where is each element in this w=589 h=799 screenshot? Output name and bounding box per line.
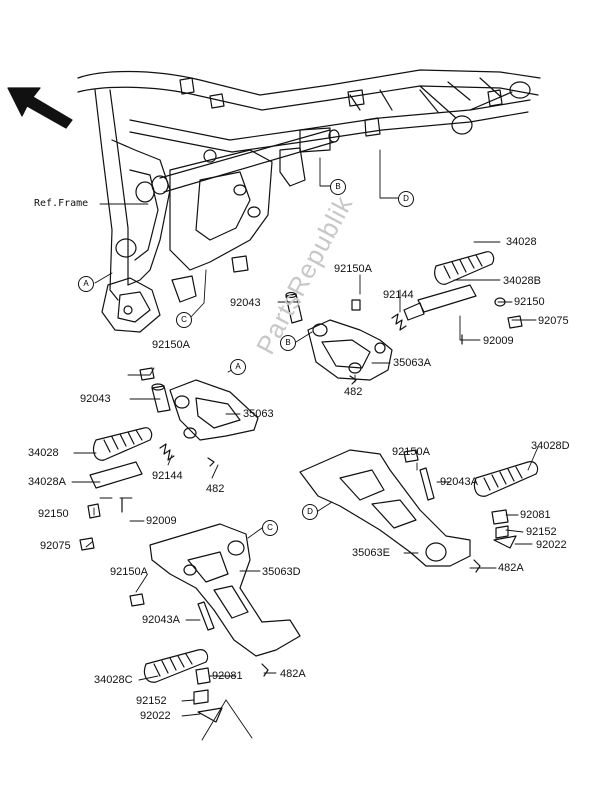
label-92043a-left: 92043A <box>142 614 180 626</box>
label-35063: 35063 <box>243 408 274 420</box>
label-92043-right: 92043 <box>230 297 261 309</box>
label-35063d: 35063D <box>262 566 301 578</box>
lower-left-bracket <box>129 523 301 723</box>
label-34028b: 34028B <box>503 275 541 287</box>
ref-frame-label: Ref.Frame <box>34 198 89 209</box>
callout-c-frame: C <box>176 312 192 328</box>
label-482-left: 482 <box>206 483 225 495</box>
label-92150a-left: 92150A <box>152 339 190 351</box>
left-footrest-assembly <box>79 367 259 551</box>
label-92075-left: 92075 <box>40 540 71 552</box>
lower-right-bracket <box>299 449 539 573</box>
label-34028a: 34028A <box>28 476 66 488</box>
leader-lines <box>71 149 539 741</box>
label-35063a: 35063A <box>393 357 431 369</box>
callout-b-frame: B <box>330 179 346 195</box>
label-92009-right: 92009 <box>483 335 514 347</box>
label-92144-right: 92144 <box>383 289 414 301</box>
callout-b-right: B <box>280 335 296 351</box>
label-482a-left: 482A <box>280 668 306 680</box>
label-92150a-top: 92150A <box>334 263 372 275</box>
label-92022-left: 92022 <box>140 710 171 722</box>
front-direction-arrow-icon <box>7 87 73 129</box>
label-92043a-right: 92043A <box>440 476 478 488</box>
label-92022-right: 92022 <box>536 539 567 551</box>
callout-c-lower: C <box>262 520 278 536</box>
callout-a-frame: A <box>78 276 94 292</box>
label-92150a-lower-left: 92150A <box>110 566 148 578</box>
label-92075-right: 92075 <box>538 315 569 327</box>
callout-d-frame: D <box>398 191 414 207</box>
label-92150a-lower-right: 92150A <box>392 446 430 458</box>
label-92043-left: 92043 <box>80 393 111 405</box>
label-92152-right: 92152 <box>526 526 557 538</box>
label-92009-left: 92009 <box>146 515 177 527</box>
label-34028d: 34028D <box>531 440 570 452</box>
label-35063e: 35063E <box>352 547 390 559</box>
frame-drawing <box>77 69 541 333</box>
label-482-right: 482 <box>344 386 363 398</box>
label-34028-left: 34028 <box>28 447 59 459</box>
label-92150-right: 92150 <box>514 296 545 308</box>
right-footrest-assembly <box>285 251 523 385</box>
callout-d-lower: D <box>302 504 318 520</box>
callout-a-left: A <box>230 359 246 375</box>
label-92152-left: 92152 <box>136 695 167 707</box>
label-92081-left: 92081 <box>212 670 243 682</box>
label-34028c: 34028C <box>94 674 133 686</box>
label-92150-left: 92150 <box>38 508 69 520</box>
label-92081-right: 92081 <box>520 509 551 521</box>
label-92144-left: 92144 <box>152 470 183 482</box>
label-34028-right: 34028 <box>506 236 537 248</box>
label-482a-right: 482A <box>498 562 524 574</box>
